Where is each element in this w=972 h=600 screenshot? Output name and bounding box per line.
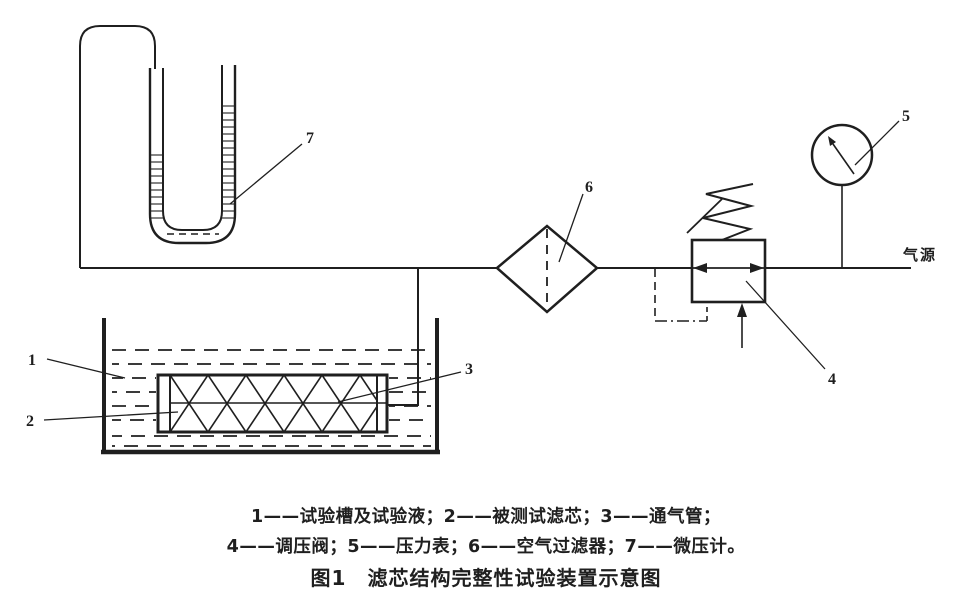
right-column-liquid <box>222 105 235 224</box>
left-column-liquid <box>150 152 163 224</box>
vent-pipe <box>387 268 419 406</box>
figure-caption: 图1 滤芯结构完整性试验装置示意图 <box>310 566 662 590</box>
u-tube-inner-wall <box>162 65 223 231</box>
manometer-connecting-pipe <box>79 25 156 268</box>
leader-3 <box>337 371 462 403</box>
micromanometer-u-tube <box>79 25 237 268</box>
filter-cartridge <box>156 373 389 434</box>
test-tank <box>101 318 440 455</box>
leader-6 <box>558 193 584 263</box>
leader-4 <box>745 280 826 370</box>
callout-7: 7 <box>306 130 314 147</box>
leader-7 <box>229 143 303 205</box>
regulator-right-arrowhead <box>750 263 764 273</box>
legend-line-2: 4——调压阀；5——压力表；6——空气过滤器；7——微压计。 <box>226 537 746 557</box>
regulator-pilot-line <box>654 269 708 322</box>
callout-leaders <box>43 120 900 421</box>
callout-4: 4 <box>828 371 836 388</box>
test-liquid-surface-lines <box>112 349 431 447</box>
callout-2: 2 <box>26 413 34 430</box>
pressure-gauge <box>810 123 874 268</box>
air-source-label: 气源 <box>902 246 937 264</box>
regulator-spring <box>702 183 755 241</box>
regulator-spring-stroke <box>686 198 723 234</box>
air-filter <box>495 224 599 314</box>
callout-1: 1 <box>28 352 36 369</box>
gauge-dial <box>810 123 874 187</box>
regulator-up-arrowhead <box>737 303 747 317</box>
leader-1 <box>46 358 126 379</box>
legend-line-1: 1——试验槽及试验液；2——被测试滤芯；3——通气管； <box>250 507 722 527</box>
leader-2 <box>43 411 179 421</box>
gauge-needle-arrowhead <box>828 136 836 146</box>
regulator-left-arrowhead <box>693 263 707 273</box>
u-tube-outer-wall <box>148 65 237 245</box>
callout-5: 5 <box>902 108 910 125</box>
leader-5 <box>854 120 900 166</box>
callout-3: 3 <box>465 361 473 378</box>
gauge-needle <box>832 143 855 175</box>
pressure-regulator <box>686 183 767 348</box>
callout-6: 6 <box>585 179 593 196</box>
